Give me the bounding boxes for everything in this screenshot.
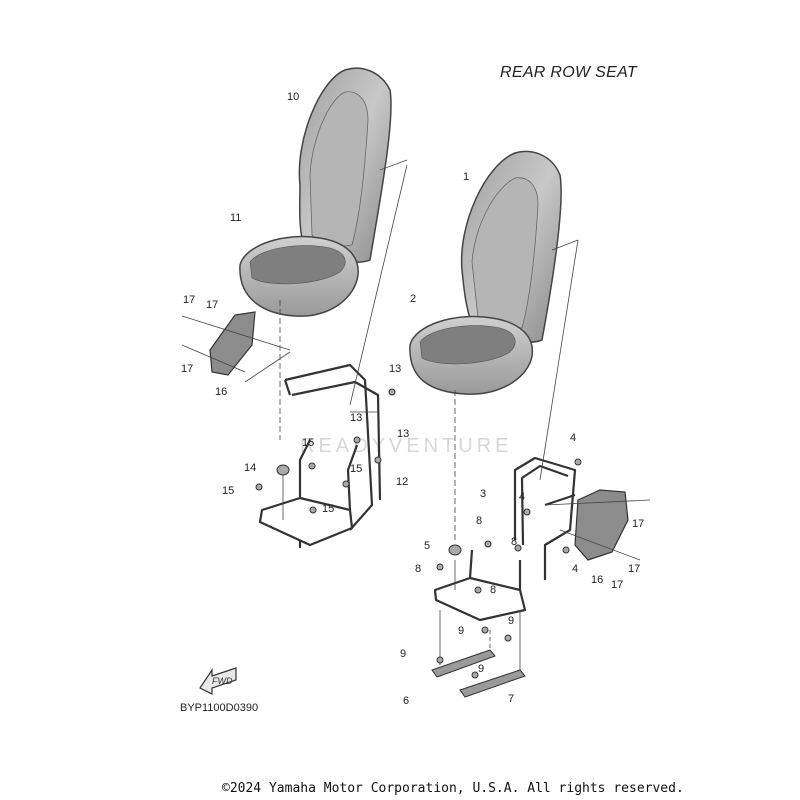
callout-labels: 10 11 17 17 17 16 13 13 13 12 15 15 15 1… (181, 91, 644, 707)
left-leader-lines (181, 159, 408, 520)
callout-label: 17 (206, 299, 218, 311)
callout-label: 9 (508, 615, 514, 627)
right-fasteners (436, 458, 582, 679)
callout-label: 16 (591, 574, 603, 586)
callout-label: 12 (396, 476, 408, 488)
callout-label: 6 (403, 695, 409, 707)
left-side-panel (209, 311, 256, 376)
fwd-label: FWD (212, 676, 233, 686)
callout-label: 4 (572, 563, 578, 575)
callout-label: 7 (508, 693, 514, 705)
right-cushion-top (419, 325, 516, 365)
diagram-title: REAR ROW SEAT (500, 64, 637, 81)
right-side-panel (574, 489, 629, 561)
callout-label: 15 (302, 437, 314, 449)
callout-label: 16 (215, 386, 227, 398)
callout-label: 4 (570, 432, 576, 444)
callout-label: 17 (611, 579, 623, 591)
callout-label: 1 (463, 171, 469, 183)
callout-label: 2 (410, 293, 416, 305)
right-seat-rails (431, 649, 526, 698)
callout-label: 13 (397, 428, 409, 440)
callout-label: 17 (632, 518, 644, 530)
copyright-notice: ©2024 Yamaha Motor Corporation, U.S.A. A… (222, 781, 684, 796)
callout-label: 8 (511, 536, 517, 548)
callout-label: 10 (287, 91, 299, 103)
callout-label: 8 (490, 584, 496, 596)
left-seat-frame (258, 363, 382, 548)
callout-label: 9 (478, 663, 484, 675)
callout-label: 13 (389, 363, 401, 375)
callout-label: 17 (181, 363, 193, 375)
callout-label: 8 (415, 563, 421, 575)
right-seat-frame (433, 456, 577, 622)
callout-label: 4 (519, 491, 525, 503)
callout-label: 8 (476, 515, 482, 527)
callout-label: 17 (183, 294, 195, 306)
left-fasteners (255, 388, 396, 514)
callout-label: 9 (400, 648, 406, 660)
left-seat-assembly (181, 67, 408, 548)
callout-label: 3 (480, 488, 486, 500)
callout-label: 5 (424, 540, 430, 552)
callout-label: 9 (458, 625, 464, 637)
callout-label: 13 (350, 412, 362, 424)
watermark-text: READYVENTURE (300, 435, 512, 457)
left-cushion-top (249, 245, 346, 285)
callout-label: 14 (244, 462, 256, 474)
callout-label: 15 (350, 463, 362, 475)
callout-label: 17 (628, 563, 640, 575)
callout-label: 11 (230, 212, 241, 224)
right-seat-assembly (409, 150, 651, 698)
callout-label: 15 (322, 503, 334, 515)
callout-label: 15 (222, 485, 234, 497)
fwd-arrow-icon: FWD (199, 667, 237, 695)
drawing-code: BYP1100D0390 (180, 702, 259, 714)
right-leader-lines (439, 239, 651, 670)
